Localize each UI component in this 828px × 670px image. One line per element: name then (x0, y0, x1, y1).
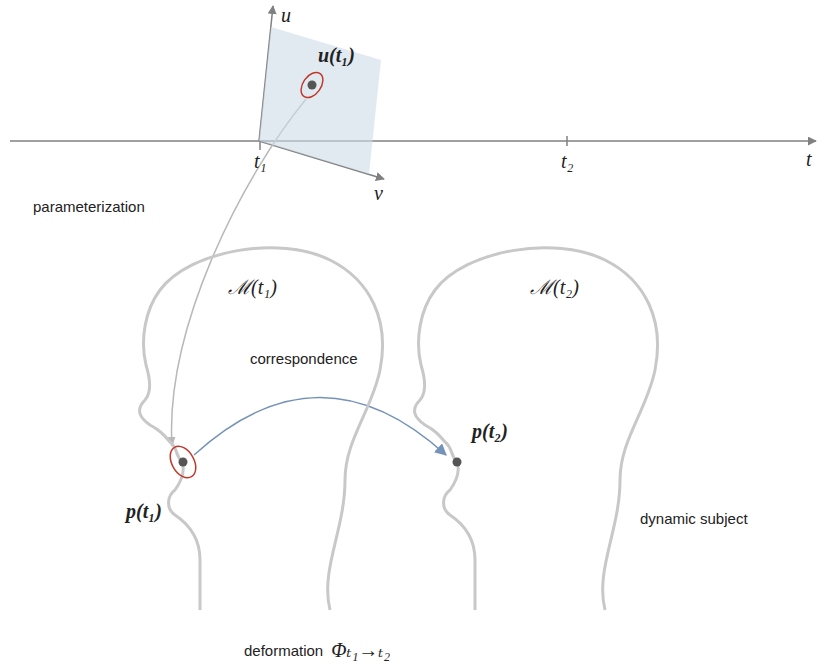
node-label: u(t₁) (318, 44, 355, 67)
node-label: ℳ(t₂) (530, 273, 579, 300)
caption-text: deformation (244, 642, 323, 659)
tick (259, 141, 261, 150)
connector (172, 99, 306, 446)
point-label: p(t₁) (126, 500, 162, 523)
connector (194, 398, 446, 456)
time-axis (10, 140, 816, 142)
axis-label: u (281, 4, 291, 27)
axis-label: t (806, 148, 812, 171)
caption-text: dynamic subject (640, 510, 748, 527)
edge-label: parameterization (33, 198, 145, 215)
point-label: p(t₂) (472, 420, 508, 443)
time-label: t₁ (254, 150, 267, 173)
time-label: t₂ (561, 150, 574, 173)
math-symbol: Φₜ₁→ₜ₂ (331, 638, 390, 662)
head-silhouette: ℳ(t₂) (400, 235, 670, 615)
head-silhouette: ℳ(t₁) (120, 235, 395, 615)
parameter-patch: u(t₁) (255, 22, 385, 178)
axis-label: v (374, 182, 383, 205)
node-label: ℳ(t₁) (228, 273, 277, 300)
tick (566, 136, 568, 146)
edge-label: correspondence (250, 350, 358, 367)
